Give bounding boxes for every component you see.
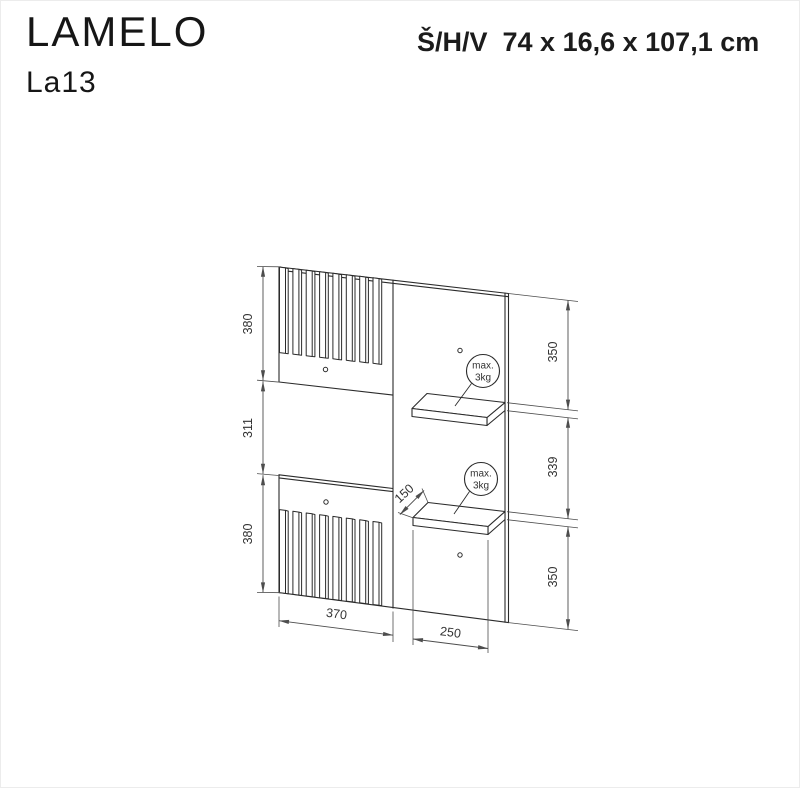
shelf-top bbox=[411, 392, 506, 427]
dimension-labels: 380 311 380 350 339 350 370 250 150 bbox=[241, 314, 560, 641]
badge-leader-line bbox=[454, 383, 472, 407]
dim-right-top-label: 350 bbox=[546, 342, 560, 363]
extension-lines bbox=[256, 266, 579, 653]
slat bbox=[359, 519, 369, 605]
max-load-badge-top: max. 3kg bbox=[454, 353, 501, 407]
extension-line bbox=[506, 519, 579, 529]
dim-left-bot-label: 380 bbox=[241, 524, 255, 545]
panel-top-edge-thickness bbox=[279, 269, 510, 298]
shelf-front-face bbox=[411, 407, 488, 427]
slat bbox=[359, 275, 369, 364]
slat bbox=[319, 271, 329, 359]
dim-right-mid-label: 339 bbox=[546, 457, 560, 478]
dim-left-mid-label: 311 bbox=[241, 418, 255, 438]
lower-board-top-edge-thickness bbox=[278, 477, 394, 493]
extension-line bbox=[256, 473, 281, 476]
slat bbox=[332, 515, 343, 601]
panel-bottom-edge bbox=[278, 592, 510, 624]
max-load-badge-bottom: max. 3kg bbox=[453, 461, 499, 515]
extension-line bbox=[508, 293, 579, 302]
slat bbox=[319, 514, 329, 600]
extension-line bbox=[506, 511, 579, 521]
slat bbox=[292, 268, 303, 356]
dim-line-width-right bbox=[412, 638, 489, 650]
badge-circle bbox=[463, 461, 499, 497]
slat bbox=[279, 266, 289, 355]
dim-line-width-left bbox=[278, 619, 394, 637]
dim-right-bot-label: 350 bbox=[546, 567, 560, 588]
dim-line-shelf-depth bbox=[399, 490, 425, 515]
slat bbox=[305, 269, 316, 358]
panel-outline bbox=[278, 266, 510, 624]
badge-text-line1: max. bbox=[470, 469, 492, 480]
dim-left-top-label: 380 bbox=[241, 314, 255, 335]
badge-text-line2: 3kg bbox=[473, 481, 489, 492]
drill-holes bbox=[322, 347, 463, 558]
slat bbox=[372, 521, 383, 607]
extension-line bbox=[421, 488, 429, 503]
dim-width-left-label: 370 bbox=[325, 606, 348, 623]
slat bbox=[292, 510, 303, 596]
dim-width-right-label: 250 bbox=[439, 624, 462, 641]
badge-leader-line bbox=[453, 491, 470, 515]
slat bbox=[372, 277, 383, 365]
dimension-lines bbox=[260, 266, 571, 650]
extension-line bbox=[506, 402, 579, 412]
badge-text-line1: max. bbox=[472, 361, 494, 372]
extension-line bbox=[397, 512, 414, 519]
drill-hole bbox=[457, 552, 463, 558]
brand-title: LAMELO bbox=[26, 8, 209, 55]
upper-board-bottom-edge bbox=[278, 381, 394, 396]
drill-hole bbox=[323, 499, 329, 505]
model-code: La13 bbox=[26, 66, 97, 99]
badge-circle bbox=[465, 353, 501, 389]
drill-hole bbox=[457, 347, 463, 354]
badge-text-line2: 3kg bbox=[475, 373, 491, 384]
slat bbox=[332, 272, 343, 361]
upper-slat-group bbox=[279, 266, 383, 365]
drill-hole bbox=[322, 366, 329, 373]
slat bbox=[345, 274, 356, 362]
shelf-front-face bbox=[412, 516, 489, 536]
extension-line bbox=[506, 410, 579, 420]
slat bbox=[345, 517, 356, 603]
overall-dimensions-label: Š/H/V 74 x 16,6 x 107,1 cm bbox=[417, 27, 760, 57]
extension-line bbox=[256, 379, 281, 383]
slat bbox=[305, 512, 316, 598]
lower-slat-group bbox=[279, 509, 383, 607]
slat bbox=[279, 509, 289, 595]
lower-board-top-edge bbox=[278, 474, 394, 490]
panel-top-edge bbox=[278, 266, 510, 295]
